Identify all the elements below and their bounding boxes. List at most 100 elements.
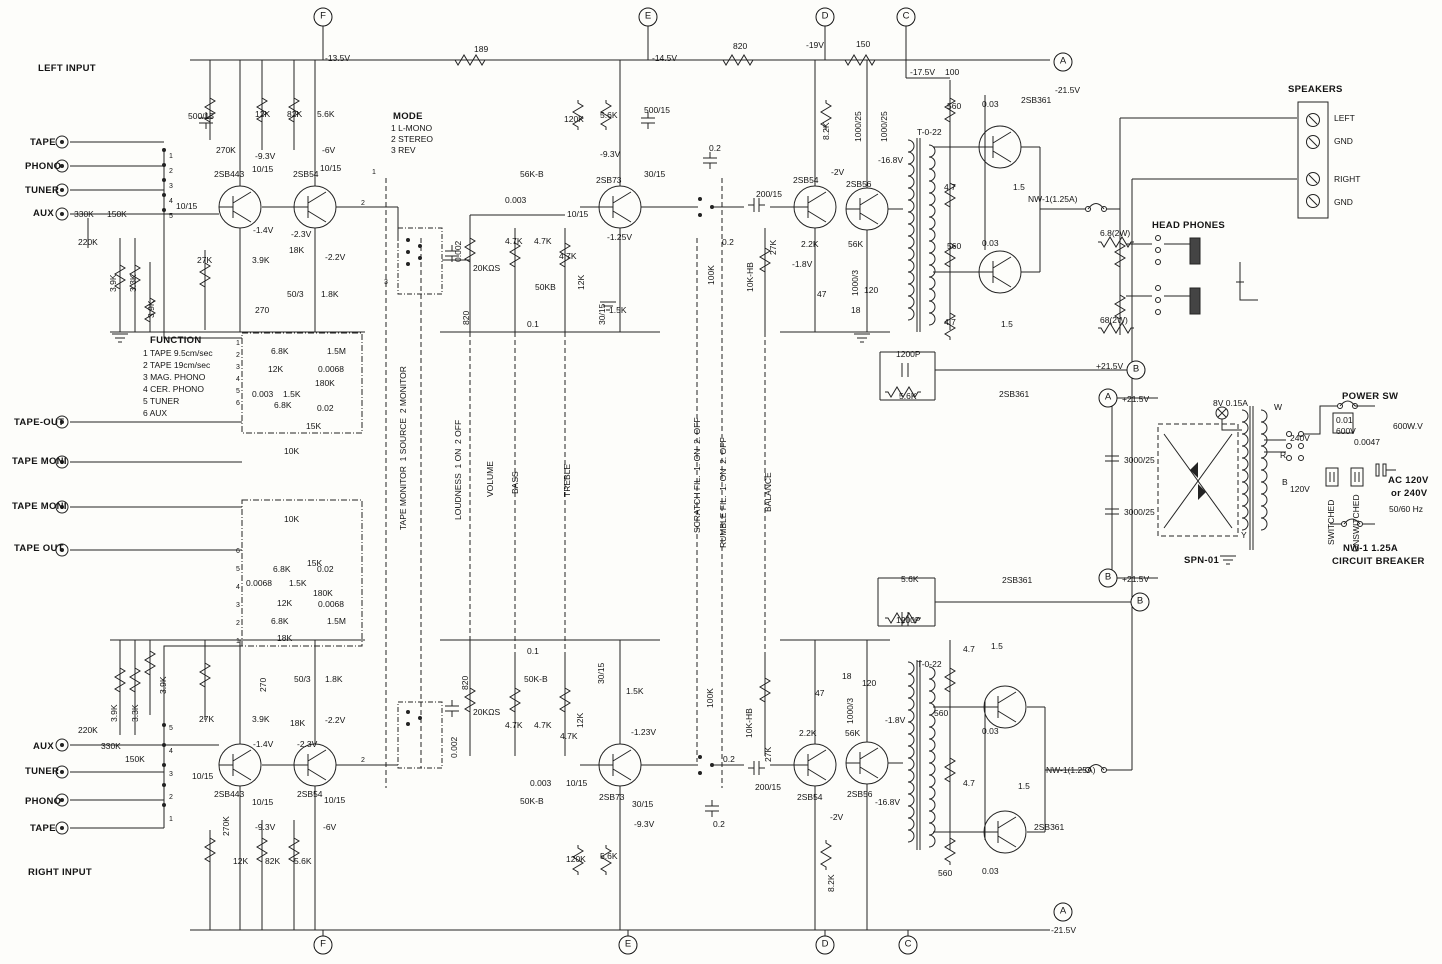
- schematic-label: 120V: [1290, 484, 1310, 494]
- schematic-label: TAPE: [30, 823, 56, 834]
- schematic-label: 2: [236, 352, 240, 359]
- schematic-label: 3: [169, 771, 173, 778]
- schematic-label: 0.002: [453, 240, 463, 262]
- schematic-label: BALANCE: [763, 472, 773, 512]
- schematic-label: -2V: [831, 167, 845, 177]
- schematic-label: T-0-22: [917, 127, 942, 137]
- schematic-label: 0.2: [722, 237, 734, 247]
- schematic-label: 100K: [706, 265, 716, 285]
- schematic-label: 18K: [289, 245, 305, 255]
- schematic-label: 8.2K: [826, 874, 836, 893]
- schematic-label: 0.1: [527, 319, 539, 329]
- schematic-label: R: [1280, 450, 1287, 460]
- schematic-label: 1.5: [1018, 781, 1030, 791]
- schematic-label: 2: [361, 200, 365, 207]
- schematic-label: 0.003: [530, 778, 552, 788]
- schematic-label: NW-1(1.25A): [1046, 765, 1096, 775]
- schematic-label: TAPE MONI: [12, 501, 67, 512]
- schematic-label: 56K-B: [520, 169, 544, 179]
- schematic-label: -1.4V: [253, 739, 274, 749]
- schematic-label: -2V: [830, 812, 844, 822]
- schematic-label: -16.8V: [878, 155, 904, 165]
- schematic-label: 150K: [125, 754, 145, 764]
- schematic-label: 3: [169, 183, 173, 190]
- schematic-label: 1.5: [1013, 182, 1025, 192]
- schematic-label: 4 CER. PHONO: [143, 384, 204, 394]
- schematic-label: 3000/25: [1124, 507, 1155, 517]
- schematic-label: POWER SW: [1342, 391, 1399, 402]
- schematic-label: 12K: [575, 712, 585, 728]
- schematic-label: 0.003: [252, 389, 274, 399]
- schematic-label: 0.2: [713, 819, 725, 829]
- schematic-label: 3.9K: [252, 255, 270, 265]
- schematic-label: MODE: [393, 111, 423, 122]
- schematic-label: 10/15: [192, 771, 214, 781]
- schematic-label: 1.5M: [327, 616, 346, 626]
- schematic-label: 6.8K: [271, 616, 289, 626]
- schematic-label: SPEAKERS: [1288, 84, 1343, 95]
- schematic-label: 0.0068: [318, 599, 344, 609]
- schematic-label: 4.7K: [534, 236, 552, 246]
- schematic-label: 0.03: [982, 238, 999, 248]
- schematic-label: 3: [384, 279, 388, 286]
- schematic-label: 2SB443: [214, 789, 245, 799]
- schematic-label: 2SB361: [1034, 822, 1065, 832]
- schematic-label: 4.7K: [559, 251, 577, 261]
- schematic-label: 3.3K: [128, 274, 138, 293]
- schematic-label: 5.6K: [317, 109, 335, 119]
- schematic-label: 2 STEREO: [391, 134, 434, 144]
- schematic-label: 3.9K: [108, 274, 118, 293]
- schematic-label: CIRCUIT BREAKER: [1332, 556, 1425, 567]
- schematic-label: 2 TAPE 19cm/sec: [143, 360, 211, 370]
- node-d: D: [815, 935, 835, 955]
- schematic-label: -9.3V: [255, 822, 276, 832]
- schematic-label: 50/60 Hz: [1389, 504, 1424, 514]
- schematic-label: TREBLE: [562, 463, 572, 497]
- schematic-label: 0.0068: [318, 364, 344, 374]
- schematic-label: 120K: [564, 114, 584, 124]
- schematic-label: 0.0047: [1354, 437, 1380, 447]
- schematic-label: -6V: [323, 822, 337, 832]
- schematic-label: 1000/3: [845, 698, 855, 724]
- schematic-label: 0.2: [723, 754, 735, 764]
- schematic-label: TAPE: [30, 137, 56, 148]
- schematic-label: GND: [1334, 136, 1353, 146]
- schematic-label: 1.8K: [321, 289, 339, 299]
- schematic-label: -1.4V: [253, 225, 274, 235]
- schematic-label: 4: [236, 584, 240, 591]
- schematic-label: SCRATCH FIL. 1. ON 2. OFF: [692, 417, 702, 533]
- schematic-label: 2SB54: [297, 789, 323, 799]
- schematic-label: 270K: [216, 145, 236, 155]
- schematic-label: 5.6K: [901, 574, 919, 584]
- schematic-label: -21.5V: [1055, 85, 1081, 95]
- schematic-label: 3 MAG. PHONO: [143, 372, 206, 382]
- schematic-label: 2SB54: [793, 175, 819, 185]
- schematic-label: +21.5V: [1122, 394, 1150, 404]
- schematic-label: 2.2K: [801, 239, 819, 249]
- schematic-label: 0.0068: [246, 578, 272, 588]
- schematic-label: 180K: [313, 588, 333, 598]
- schematic-label: 50/3: [287, 289, 304, 299]
- schematic-label: 10K: [284, 446, 300, 456]
- schematic-label: 270: [258, 677, 268, 692]
- schematic-label: or 240V: [1391, 488, 1428, 499]
- schematic-label: 1: [236, 340, 240, 347]
- schematic-label: 30/15: [644, 169, 666, 179]
- schematic-label: 10/15: [252, 797, 274, 807]
- schematic-label: 560: [947, 101, 962, 111]
- schematic-label: 5: [169, 725, 173, 732]
- schematic-label: 2SB56: [847, 789, 873, 799]
- node-f: F: [313, 7, 333, 27]
- schematic-label: 82K: [265, 856, 281, 866]
- schematic-label: 10/15: [324, 795, 346, 805]
- schematic-label: 820: [460, 675, 470, 690]
- schematic-label: 2.2K: [799, 728, 817, 738]
- schematic-label: 15K: [307, 558, 323, 568]
- schematic-label: 120K: [566, 854, 586, 864]
- schematic-label: 1.5: [991, 641, 1003, 651]
- schematic-label: -9.3V: [255, 151, 276, 161]
- schematic-label: 1: [169, 153, 173, 160]
- schematic-label: 220K: [78, 725, 98, 735]
